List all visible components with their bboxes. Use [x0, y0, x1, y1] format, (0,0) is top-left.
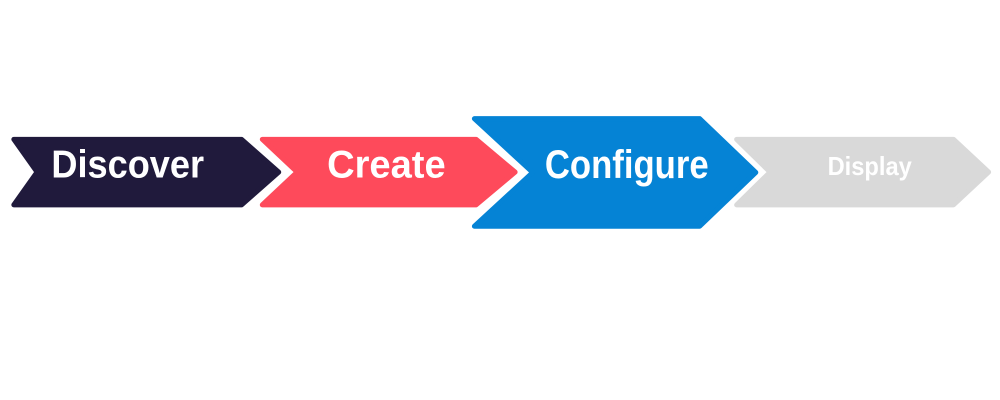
svg-text:Configure: Configure — [545, 143, 709, 187]
svg-text:Discover: Discover — [51, 144, 204, 187]
svg-text:Display: Display — [828, 151, 913, 181]
svg-text:Create: Create — [327, 144, 446, 187]
